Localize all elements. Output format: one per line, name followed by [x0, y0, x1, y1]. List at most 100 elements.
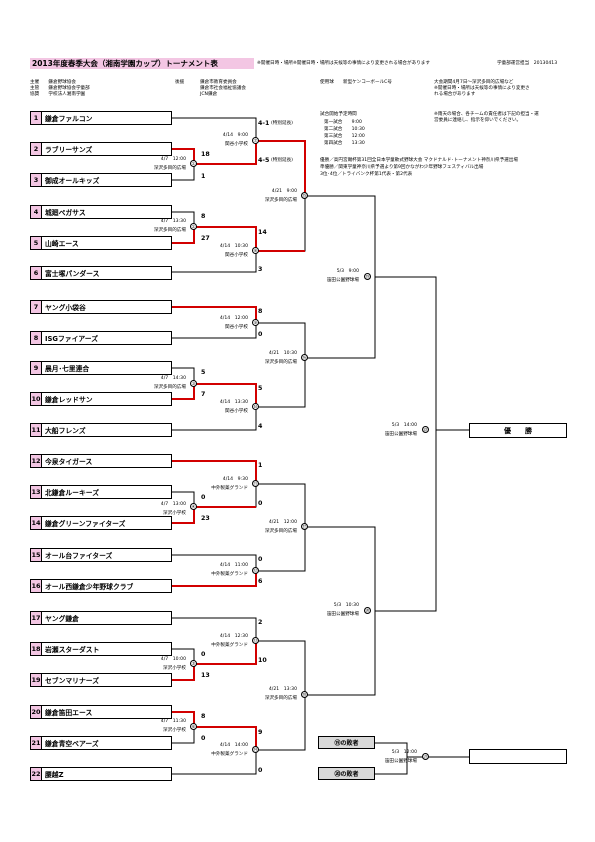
game-venue: 深沢多目的広場	[264, 360, 297, 365]
game-date: 4/14 12:00	[219, 316, 248, 321]
team-number: 17	[31, 612, 42, 624]
team-name: ヤング鎌倉	[45, 615, 79, 623]
sponsor-2: 鎌倉市社会福祉協議会	[200, 86, 246, 91]
score: 14	[258, 229, 267, 236]
game-venue: 関谷小学校	[225, 325, 248, 330]
game-venue: 深沢小学校	[163, 728, 186, 733]
team-number: 11	[31, 424, 42, 436]
third-place-box	[469, 749, 567, 764]
team-name: 鎌倉レッドサン	[45, 396, 93, 404]
loser-box: ⑲の敗者	[318, 736, 375, 749]
game-date: 4/7 12:00	[160, 157, 186, 162]
game-number-badge: ⑫	[252, 567, 259, 574]
doc-meta: 学童部運営担当 20130413	[497, 61, 558, 66]
team-name: 御成オールキッズ	[45, 177, 100, 185]
game-date: 5/3 12:00	[391, 750, 417, 755]
team-name: 北鎌倉ルーキーズ	[45, 489, 100, 497]
game-venue: 関谷小学校	[225, 142, 248, 147]
winner-line	[172, 460, 257, 484]
game-date: 4/7 13:00	[160, 502, 186, 507]
score-note: (特別延長)	[271, 158, 293, 163]
team-name: 鎌倉青空ベアーズ	[45, 740, 99, 748]
champion-box: 優 勝	[469, 423, 567, 438]
game-venue: 中外製薬グランド	[211, 752, 248, 757]
game-venue: 深沢多目的広場	[153, 228, 186, 233]
team-name: セブンマリナーズ	[45, 677, 100, 685]
game-venue: 深沢多目的広場	[264, 696, 297, 701]
score: 0	[258, 500, 263, 507]
score: 23	[201, 515, 210, 522]
score: 4	[258, 423, 263, 430]
schedule-row: 第二試合 10:30	[324, 127, 365, 132]
bracket-line	[256, 483, 306, 572]
team-number: 22	[31, 768, 42, 780]
game-date: 5/3 10:30	[333, 603, 359, 608]
award-2: 準優勝／関東学童神奈川県予選より第9回かながわ少年野球フェスティバル出場	[320, 165, 484, 170]
game-date: 4/7 11:30	[160, 719, 186, 724]
note-right-2: ※開催日時・場所は天候等の事情により変更さ	[434, 86, 530, 91]
schedule-heading: 試合開始予定時間	[320, 112, 357, 117]
sponsor-3: JCN鎌倉	[200, 92, 218, 97]
winner-line	[172, 226, 305, 252]
loser-box: ⑳の敗者	[318, 767, 375, 780]
team-name: 鎌倉笛田エース	[45, 709, 93, 717]
team-number: 16	[31, 580, 42, 592]
score: 0	[201, 651, 206, 658]
game-date: 4/7 10:00	[160, 657, 186, 662]
game-number-badge: ④	[190, 503, 197, 510]
game-number-badge: ⑲	[364, 273, 371, 280]
team-number: 19	[31, 674, 42, 686]
winner-line	[172, 571, 257, 587]
game-number-badge: ⑤	[190, 660, 197, 667]
score: 9	[258, 729, 263, 736]
game-venue: 笛田公園野球場	[326, 278, 359, 283]
game-date: 4/21 13:30	[268, 687, 297, 692]
page-title: 2013年度春季大会（湘南学園カップ）トーナメント表	[30, 58, 254, 69]
organizer-manager: 主管 鎌倉野球協会学童部	[30, 86, 90, 91]
game-venue: 笛田公園野球場	[384, 759, 417, 764]
game-venue: 深沢小学校	[163, 511, 186, 516]
winner-line	[172, 506, 256, 524]
game-date: 5/3 9:00	[336, 269, 359, 274]
team-name: 今泉タイガース	[45, 458, 93, 466]
game-venue: 関谷小学校	[225, 253, 248, 258]
team-name: 富士塚パンダース	[45, 270, 100, 278]
game-venue: 深沢小学校	[163, 666, 186, 671]
game-venue: 笛田公園野球場	[326, 612, 359, 617]
game-venue: 深沢多目的広場	[264, 198, 297, 203]
team-number: 14	[31, 517, 42, 529]
score: 6	[258, 578, 263, 585]
score: 4-5	[258, 157, 270, 164]
team-number: 9	[31, 362, 42, 374]
game-date: 4/14 12:30	[219, 634, 248, 639]
bracket-line	[172, 460, 257, 508]
schedule-row: 第三試合 12:00	[324, 134, 365, 139]
game-date: 4/7 13:30	[160, 219, 186, 224]
team-number: 18	[31, 643, 42, 655]
game-date: 4/14 11:00	[219, 563, 248, 568]
game-venue: 関谷小学校	[225, 409, 248, 414]
team-number: 15	[31, 549, 42, 561]
rain-note-1: ※雨天の場合、各チームの責任者は下記の担当・運	[434, 112, 539, 117]
team-name: 大船フレンズ	[45, 427, 86, 435]
score-note: (特別延長)	[271, 121, 293, 126]
score: 5	[258, 385, 263, 392]
bracket-line	[256, 322, 306, 408]
award-1: 優勝／高円宮賜杯第31回全日本学童軟式野球大会 マクドナルド･トーナメント神奈川…	[320, 158, 518, 163]
team-name: ISGファイアーズ	[45, 335, 99, 343]
game-number-badge: ⑧	[252, 247, 259, 254]
team-number: 10	[31, 393, 42, 405]
header-note: ※開催日時・場所※開催日時・場所は天候等の事情により変更される場合があります	[257, 61, 430, 66]
